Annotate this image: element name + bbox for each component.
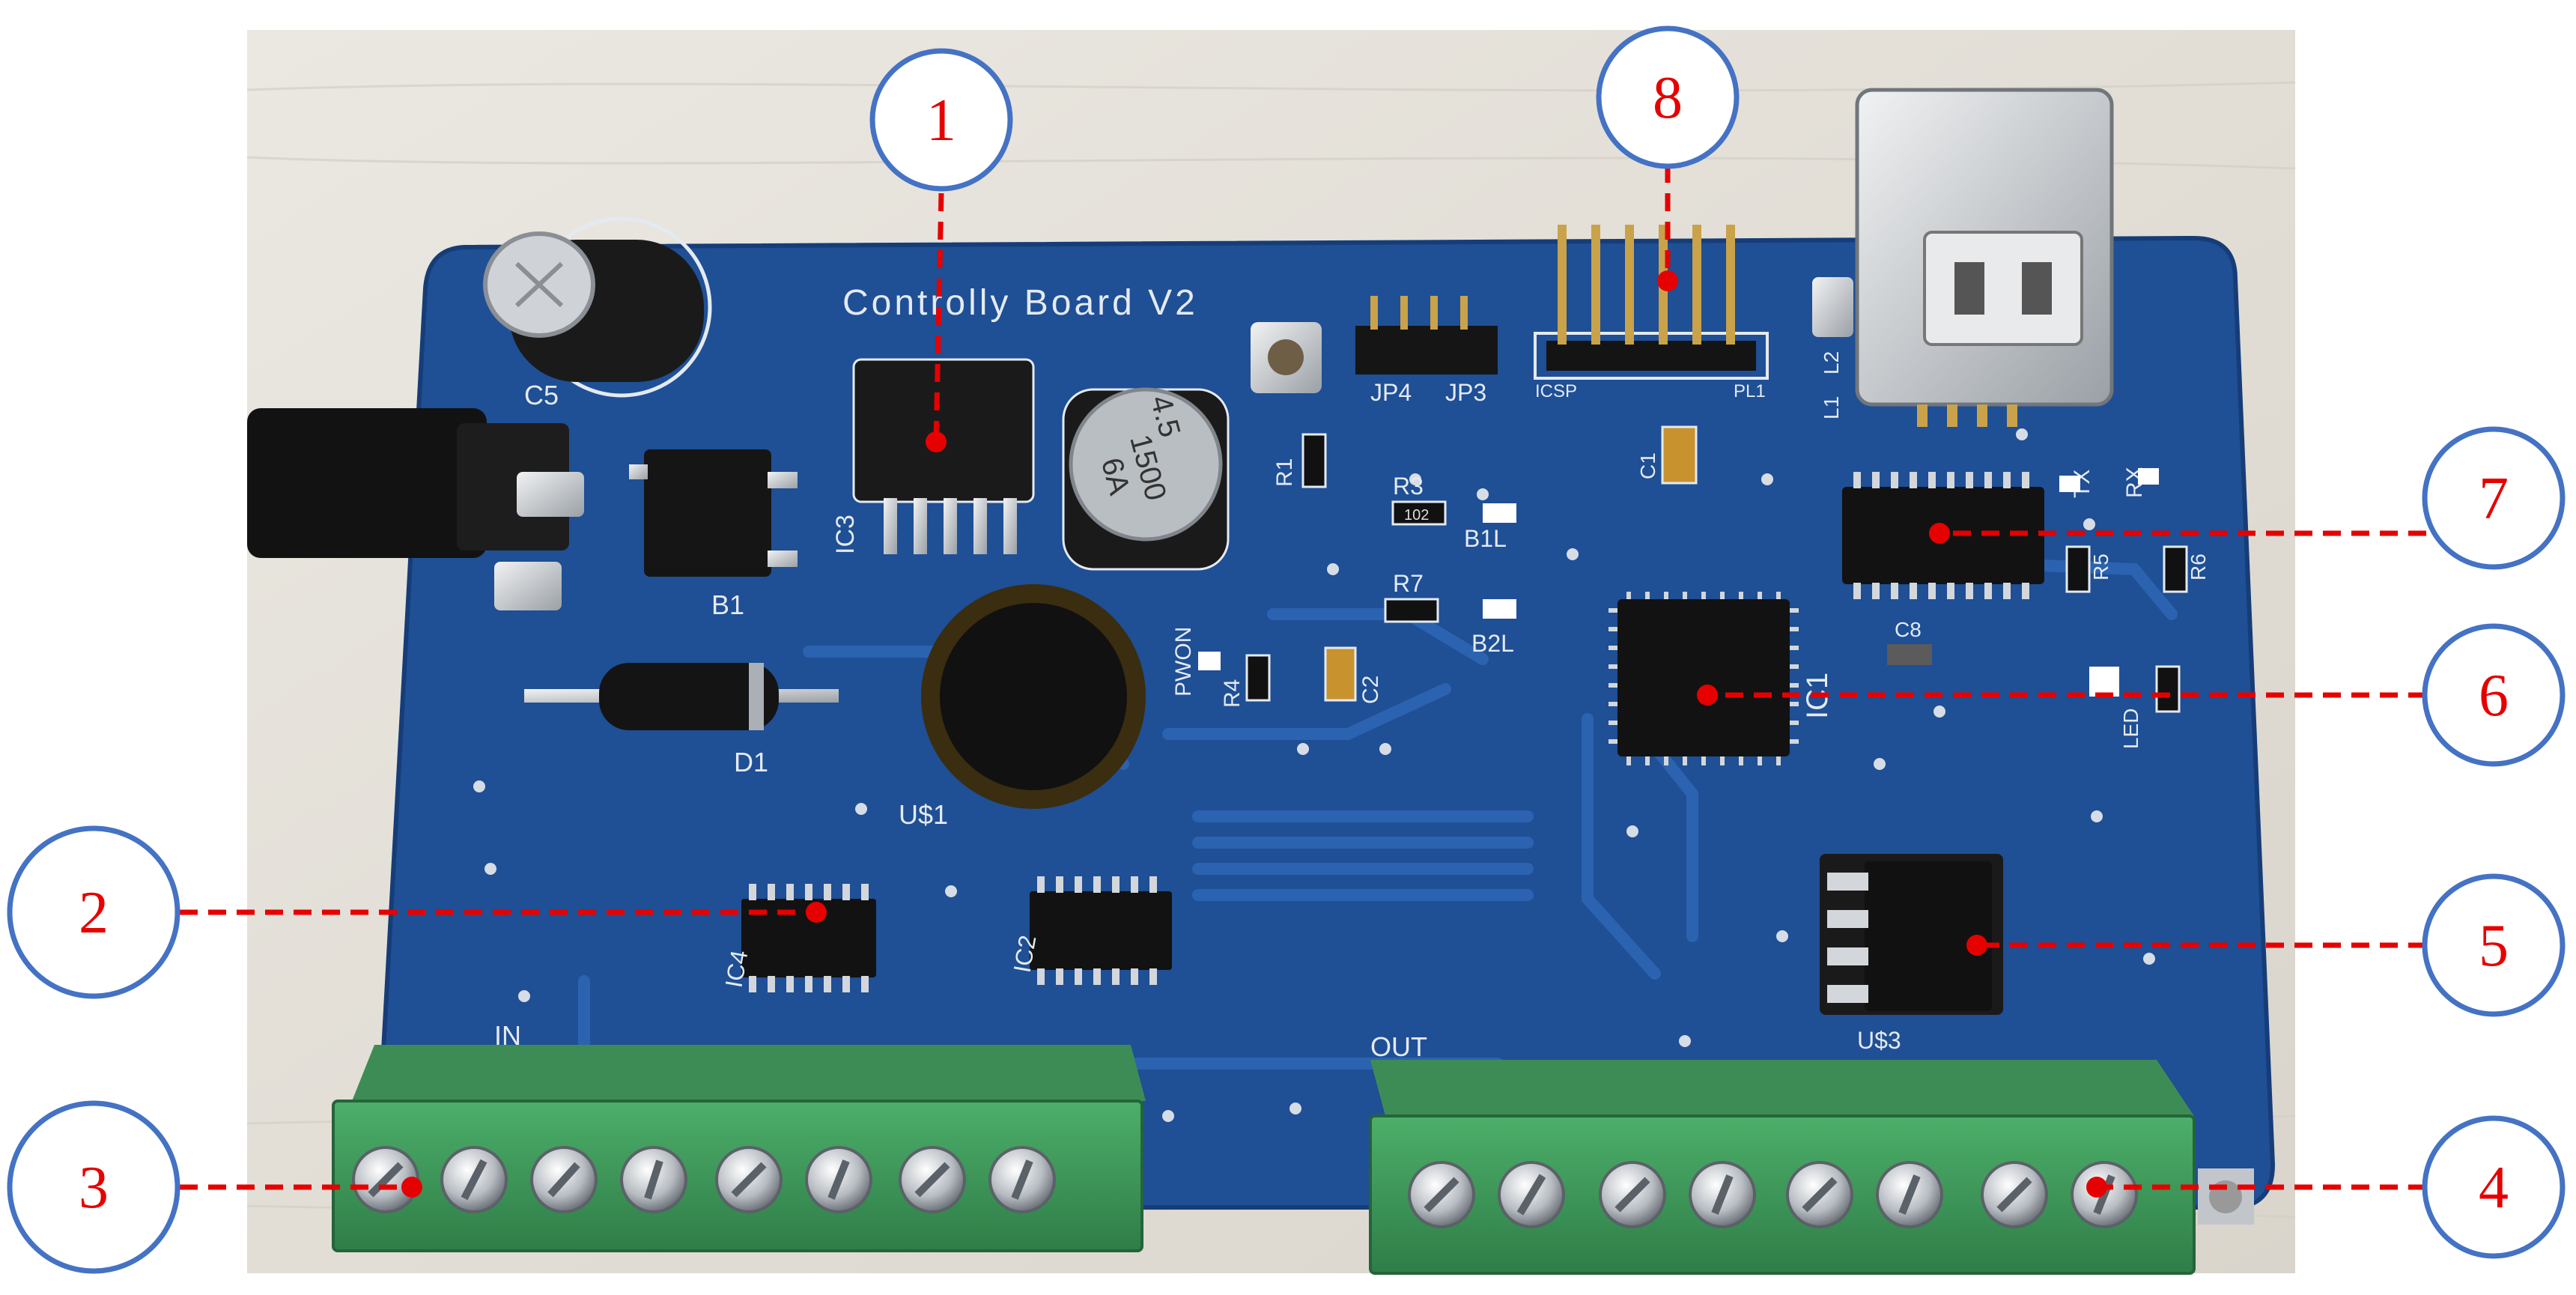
regulator-ic3: IC3	[831, 358, 1035, 554]
callout-lines	[180, 165, 2426, 1190]
svg-text:R3: R3	[1393, 473, 1424, 500]
svg-text:L2: L2	[1820, 351, 1843, 374]
board-title: Controlly Board V2	[842, 283, 1198, 323]
callout-7: 7	[2422, 426, 2566, 570]
svg-text:1: 1	[926, 88, 956, 154]
svg-text:C5: C5	[524, 380, 559, 410]
svg-text:2: 2	[79, 880, 109, 946]
svg-text:R5: R5	[2089, 554, 2112, 580]
terminal-block-out: OUT	[1369, 1031, 2196, 1275]
svg-text:3: 3	[79, 1155, 109, 1221]
svg-text:L1: L1	[1820, 396, 1843, 419]
inductor-u1: U$1	[899, 584, 1146, 830]
svg-text:B2L: B2L	[1471, 630, 1514, 657]
callout-6: 6	[2422, 623, 2566, 767]
svg-text:8: 8	[1653, 65, 1683, 131]
callout-4: 4	[2422, 1115, 2566, 1259]
capacitor-c5: C5	[483, 216, 712, 410]
callout-endpoints	[401, 270, 2107, 1198]
svg-text:PWON: PWON	[1171, 627, 1196, 697]
callout-1: 1	[869, 48, 1013, 192]
svg-text:PL1: PL1	[1734, 381, 1766, 401]
svg-text:JP4: JP4	[1370, 379, 1412, 406]
terminal-block-in: IN	[332, 1020, 1146, 1252]
svg-text:D1: D1	[734, 747, 768, 777]
pwon-area: PWON R4 C2	[1171, 627, 1383, 708]
dip8-u3: U$3	[1820, 854, 2003, 1054]
svg-text:R7: R7	[1393, 570, 1424, 597]
chip-ic4: IC4	[720, 884, 876, 992]
svg-text:U$3: U$3	[1857, 1027, 1901, 1054]
button-jumpers: JP4 JP3	[1251, 296, 1498, 406]
chip-ic2: IC2	[1008, 876, 1172, 985]
svg-text:102: 102	[1404, 507, 1429, 524]
usb-connector: L1 L2	[1812, 88, 2114, 427]
svg-text:IC4: IC4	[720, 948, 753, 989]
svg-text:IC3: IC3	[831, 515, 860, 554]
svg-text:B1L: B1L	[1464, 525, 1507, 552]
bridge-b1: B1	[629, 449, 798, 620]
microcontroller-ic1: IC1 C8	[1609, 592, 1932, 765]
callout-2: 2	[7, 825, 180, 999]
svg-text:C2: C2	[1358, 676, 1383, 704]
dc-barrel-jack	[247, 408, 584, 610]
svg-text:JP3: JP3	[1445, 379, 1486, 406]
svg-text:ICSP: ICSP	[1535, 381, 1577, 401]
diode-d1: D1	[524, 663, 839, 777]
callout-3: 3	[7, 1100, 180, 1274]
svg-text:4: 4	[2479, 1155, 2509, 1221]
callout-5: 5	[2422, 873, 2566, 1017]
svg-text:IC2: IC2	[1008, 933, 1041, 974]
callout-line-1	[933, 192, 944, 443]
svg-text:R1: R1	[1272, 458, 1297, 487]
svg-text:7: 7	[2479, 466, 2509, 532]
svg-text:R6: R6	[2187, 554, 2210, 580]
icsp-header: ICSP PL1	[1534, 225, 1769, 401]
status-led-area: LED	[2089, 665, 2181, 749]
capacitor-c1: C1	[1636, 425, 1698, 485]
svg-text:B1: B1	[711, 589, 744, 620]
smd-capacitor: 4.5 1500 6A	[1062, 387, 1230, 571]
resistors-leds: R1 R3 102 B1L R7 B2L	[1272, 433, 1516, 657]
svg-text:R4: R4	[1220, 679, 1245, 708]
svg-text:5: 5	[2479, 913, 2509, 979]
mounting-hole	[2198, 1168, 2254, 1225]
callout-8: 8	[1596, 25, 1740, 169]
svg-text:C1: C1	[1636, 452, 1659, 479]
svg-text:C8: C8	[1895, 618, 1922, 641]
svg-text:6: 6	[2479, 663, 2509, 729]
svg-text:LED: LED	[2119, 709, 2142, 749]
svg-text:U$1: U$1	[899, 799, 948, 830]
svg-text:OUT: OUT	[1370, 1031, 1427, 1062]
pcb-vias	[473, 428, 2155, 1174]
